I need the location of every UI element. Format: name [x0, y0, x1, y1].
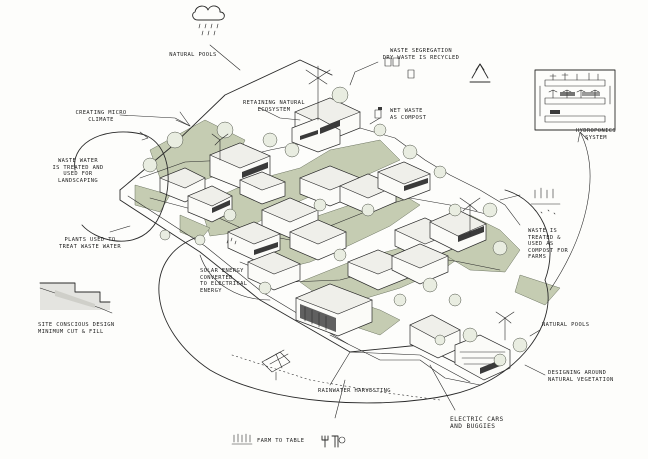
- annotation-lines: [74, 44, 591, 419]
- building-block-upper-left: [209, 142, 286, 205]
- building-clubhouse: [295, 283, 373, 337]
- label-hydroponics-system: HYDROPONICS SYSTEM: [575, 128, 617, 141]
- label-creating-micro-climate: CREATING MICRO CLIMATE: [75, 110, 127, 123]
- label-solar-energy: SOLAR ENERGY CONVERTED TO ELECTRICAL ENE…: [200, 268, 248, 294]
- label-farm-to-table: FARM TO TABLE: [257, 438, 305, 444]
- label-plants-treat-water: PLANTS USED TO TREAT WASTE WATER: [59, 237, 121, 250]
- label-waste-treated-compost: WASTE IS TREATED & USED AS COMPOST FOR F…: [528, 228, 569, 261]
- rain-drops-icon: [226, 237, 237, 245]
- building-row-right: [247, 209, 487, 291]
- label-site-conscious-design: SITE CONSCIOUS DESIGN MINIMUM CUT & FILL: [38, 322, 115, 335]
- building-row-left: [159, 167, 233, 223]
- hydroponics-diagram: [534, 69, 616, 131]
- label-natural-pools-right: NATURAL POOLS: [542, 322, 590, 328]
- label-waste-segregation: WASTE SEGREGATION DRY WASTE IS RECYCLED: [382, 48, 460, 61]
- rain-cloud-icon: [192, 5, 225, 36]
- site-section-diagram: [39, 282, 113, 314]
- label-electric-cars: ELECTRIC CARS AND BUGGIES: [450, 416, 504, 431]
- trees: [142, 65, 528, 367]
- solar-panel-icon: [261, 349, 291, 381]
- building-block-top: [291, 97, 361, 153]
- label-retaining-natural-ecosystem: RETAINING NATURAL ECOSYSTEM: [243, 100, 305, 113]
- building-row-middle: [227, 161, 431, 261]
- label-waste-water-treated: WASTE WATER IS TREATED AND USED FOR LAND…: [52, 158, 104, 184]
- farm-to-table-icon: [231, 433, 346, 448]
- label-designing-around-vegetation: DESIGNING AROUND NATURAL VEGETATION: [548, 370, 614, 383]
- recycle-icon: [469, 63, 491, 83]
- label-rainwater-harvesting: RAINWATER HARVESTING: [318, 388, 391, 394]
- building-clusters: [159, 97, 511, 381]
- label-wet-waste-compost: WET WASTE AS COMPOST: [390, 108, 427, 121]
- compost-sprouts-icon: [530, 187, 561, 215]
- palm-trees: [211, 65, 515, 341]
- bins-icon: [374, 57, 415, 119]
- building-farm-right: [409, 314, 511, 381]
- label-natural-pools-top: NATURAL POOLS: [169, 52, 217, 58]
